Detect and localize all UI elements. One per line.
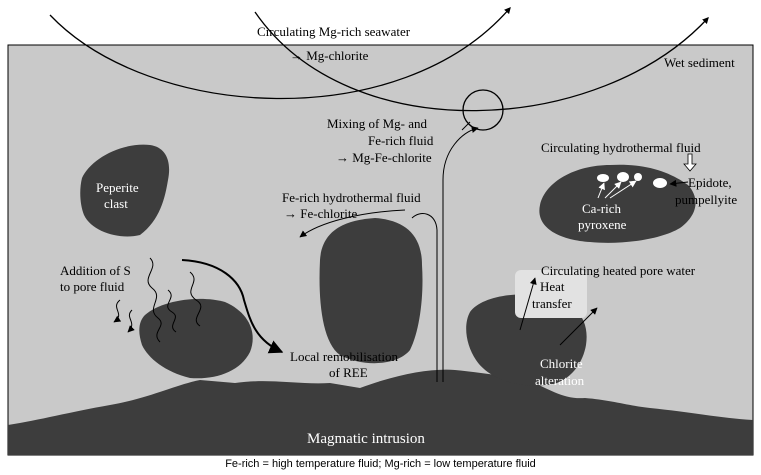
wet-sediment-label: Wet sediment: [664, 55, 735, 70]
hydrothermal-fluid-label: Circulating hydrothermal fluid: [541, 140, 701, 155]
mixing-label-1: Mixing of Mg- and: [327, 116, 428, 131]
ca-pyroxene-label-2: pyroxene: [578, 217, 627, 232]
remobilisation-label-1: Local remobilisation: [290, 349, 398, 364]
addition-label-1: Addition of S: [60, 263, 131, 278]
remobilisation-label-2: of REE: [329, 365, 368, 380]
peperite-label-2: clast: [104, 196, 128, 211]
mixing-label-2: Fe-rich fluid: [368, 133, 434, 148]
pore-water-label: Circulating heated pore water: [541, 263, 696, 278]
mixing-label-3: → Mg-Fe-chlorite: [336, 150, 432, 165]
ca-pyroxene-label-1: Ca-rich: [582, 201, 621, 216]
epidote-label-2: pumpellyite: [675, 192, 737, 207]
fe-fluid-label-1: Fe-rich hydrothermal fluid: [282, 190, 421, 205]
pyroxene-crystal: [634, 173, 642, 181]
intrusion-label: Magmatic intrusion: [307, 431, 425, 447]
heat-label-1: Heat: [540, 279, 565, 294]
pyroxene-crystal: [653, 178, 667, 188]
central-clast: [320, 218, 423, 363]
mg-chlorite-label: → Mg-chlorite: [290, 48, 369, 63]
chlorite-label-1: Chlorite: [540, 356, 583, 371]
pyroxene-crystal: [597, 174, 609, 182]
heat-label-2: transfer: [532, 296, 572, 311]
fe-fluid-label-2: → Fe-chlorite: [284, 206, 358, 221]
pyroxene-crystal: [617, 172, 629, 182]
addition-label-2: to pore fluid: [60, 279, 125, 294]
epidote-label-1: Epidote,: [688, 175, 732, 190]
peperite-label-1: Peperite: [96, 180, 139, 195]
seawater-label: Circulating Mg-rich seawater: [257, 24, 411, 39]
chlorite-label-2: alteration: [535, 373, 585, 388]
figure-caption: Fe-rich = high temperature fluid; Mg-ric…: [0, 458, 761, 470]
